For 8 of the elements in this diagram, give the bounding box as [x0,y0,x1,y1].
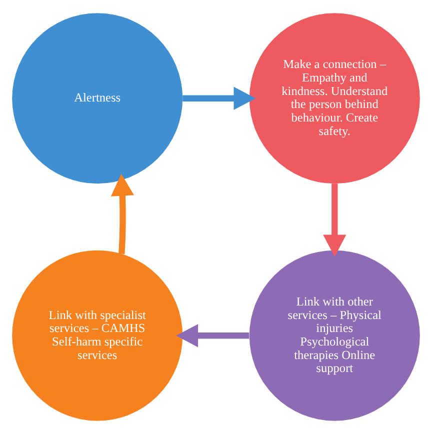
arrow [110,173,134,254]
arrow [323,183,346,256]
node-circle: Link with other services – Physical injuries Psychological therapies Online support [249,250,420,420]
arrow [182,86,256,110]
node-circle: Alertness [12,12,183,184]
node-circle: Make a connection – Empathy and kindness. Understand the person behind behaviour. Create safety. [249,12,420,184]
node-circle: Link with specialist services – CAMHS Self-harm specific services [12,250,183,420]
arrow [176,324,250,347]
